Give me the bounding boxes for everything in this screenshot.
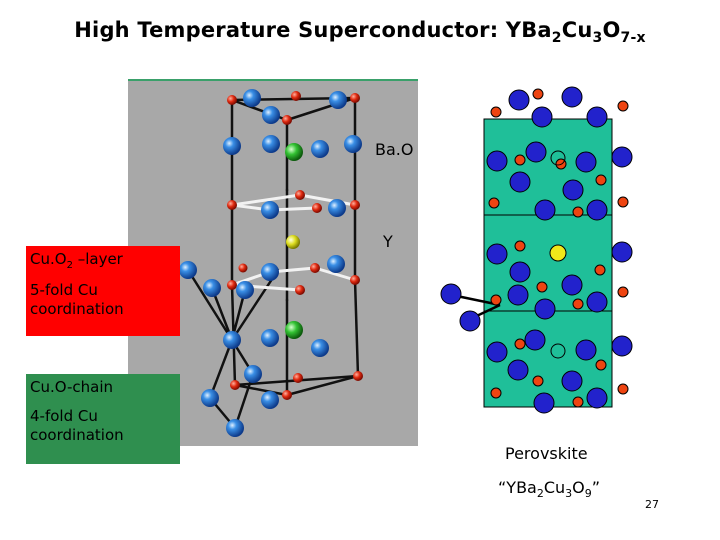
slide-title: High Temperature Superconductor: YBa2Cu3…	[74, 18, 646, 47]
cuo2-box-line3: coordination	[30, 300, 124, 318]
ba-atom	[285, 143, 303, 161]
atom-group-left	[179, 89, 363, 437]
atom-group-right	[440, 86, 633, 414]
cuo2-box-line2: 5-fold Cu	[30, 281, 98, 299]
y-label: Y	[383, 232, 393, 251]
ba-atom	[285, 321, 303, 339]
cuo-chain-box: Cu.O-chain 4-fold Cu coordination	[26, 374, 180, 464]
cuo2-layer-box: Cu.O2 –layer 5-fold Cu coordination	[26, 246, 180, 336]
cuo-box-line3: coordination	[30, 426, 124, 444]
perovskite-label: Perovskite	[505, 444, 588, 463]
page-number: 27	[645, 498, 659, 511]
cuo-box-heading: Cu.O-chain	[30, 378, 114, 396]
bao-label: Ba.O	[375, 140, 414, 159]
cuo2-box-heading: Cu.O2 –layer	[30, 250, 123, 271]
cuo-box-line2: 4-fold Cu	[30, 407, 98, 425]
y-atom	[286, 235, 300, 249]
perovskite-formula: “YBa2Cu3O9”	[498, 478, 601, 501]
